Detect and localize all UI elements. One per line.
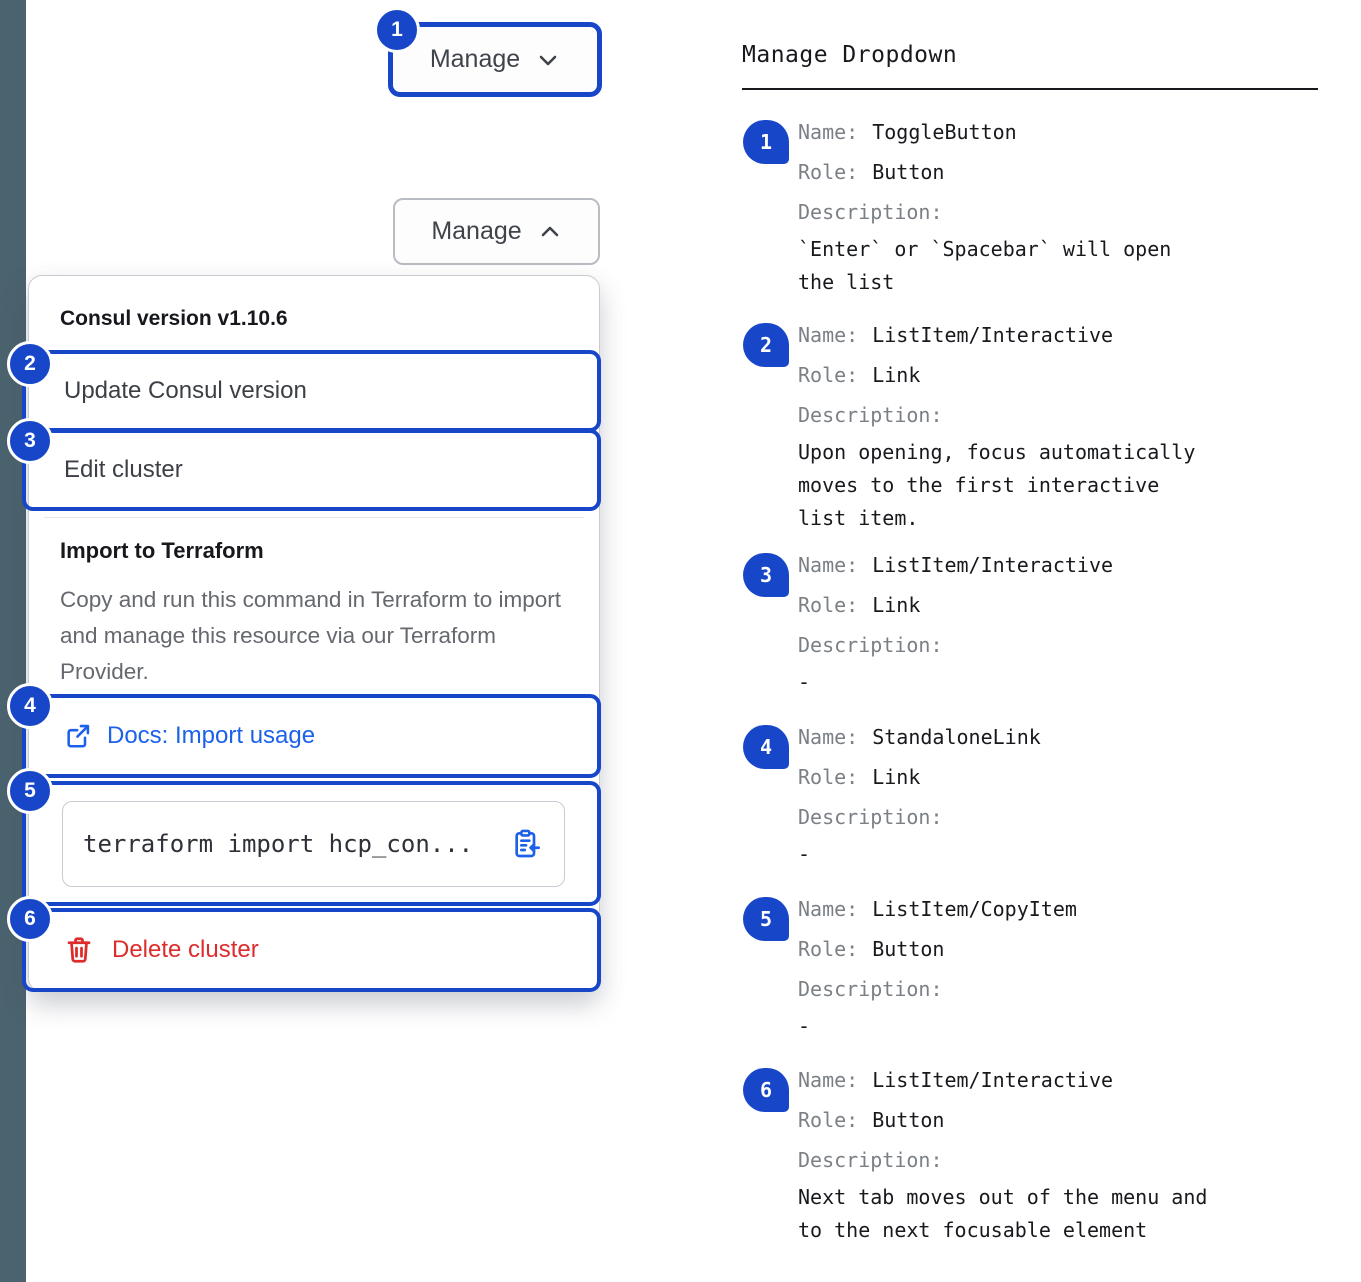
component-name: ListItem/Interactive <box>872 1068 1114 1092</box>
docs-link-label: Docs: Import usage <box>107 722 316 749</box>
menu-item-delete-cluster[interactable]: Delete cluster <box>22 908 601 992</box>
badge-number: 4 <box>759 735 773 759</box>
annotation-badge-bubble-5: 5 <box>743 897 789 941</box>
badge-number: 6 <box>24 907 36 930</box>
annotation-badge-bubble-4: 4 <box>743 725 789 769</box>
description-label: Description: <box>798 1148 943 1172</box>
delete-cluster-item: Delete cluster <box>64 935 259 965</box>
annotation-badge-4: 4 <box>7 683 53 729</box>
role-label: Role: <box>798 937 859 961</box>
menu-item-label: Edit cluster <box>64 456 183 483</box>
component-description: Upon opening, focus automatically moves … <box>798 440 1196 530</box>
manage-toggle-button-collapsed[interactable]: Manage <box>388 22 602 97</box>
name-label: Name: <box>798 553 859 577</box>
manage-toggle-label: Manage <box>431 217 522 245</box>
manage-toggle-label: Manage <box>429 45 521 73</box>
component-description: - <box>798 842 811 866</box>
sidebar-strip <box>0 0 26 1282</box>
spec-heading: Manage Dropdown <box>742 42 958 68</box>
component-description: - <box>798 1014 811 1038</box>
role-label: Role: <box>798 363 859 387</box>
delete-cluster-label: Delete cluster <box>112 936 259 963</box>
component-name: StandaloneLink <box>872 725 1041 749</box>
component-role: Button <box>872 1108 945 1132</box>
manage-toggle-button-expanded[interactable]: Manage <box>393 198 600 265</box>
annotation-badge-3: 3 <box>7 418 53 464</box>
description-label: Description: <box>798 805 943 829</box>
annotation-badge-5: 5 <box>7 768 53 814</box>
description-label: Description: <box>798 977 943 1001</box>
import-section-description: Copy and run this command in Terraform t… <box>60 587 562 684</box>
name-label: Name: <box>798 1068 859 1092</box>
badge-number: 2 <box>759 333 773 357</box>
description-label: Description: <box>798 403 943 427</box>
menu-item-copy-command: terraform import hcp_con... <box>22 781 601 906</box>
component-name: ToggleButton <box>872 120 1017 144</box>
annotation-badge-2: 2 <box>7 341 53 387</box>
name-label: Name: <box>798 897 859 921</box>
copy-clipboard-icon[interactable] <box>510 828 542 860</box>
description-label: Description: <box>798 633 943 657</box>
component-role: Link <box>872 765 921 789</box>
terraform-command-text: terraform import hcp_con... <box>83 829 474 858</box>
component-role: Link <box>872 363 921 387</box>
badge-number: 4 <box>24 694 36 717</box>
component-role: Button <box>872 160 945 184</box>
role-label: Role: <box>798 160 859 184</box>
heading-rule <box>742 88 1318 90</box>
component-description: Next tab moves out of the menu and to th… <box>798 1185 1208 1242</box>
trash-icon <box>64 935 94 965</box>
consul-version-label: Consul version v1.10.6 <box>60 307 288 330</box>
badge-number: 1 <box>391 18 403 41</box>
badge-number: 1 <box>759 130 773 154</box>
annotation-badge-6: 6 <box>7 896 53 942</box>
badge-number: 5 <box>24 779 36 802</box>
menu-item-label: Update Consul version <box>64 377 307 404</box>
terraform-command-field[interactable]: terraform import hcp_con... <box>62 800 565 887</box>
name-label: Name: <box>798 323 859 347</box>
name-label: Name: <box>798 120 859 144</box>
component-role: Button <box>872 937 945 961</box>
role-label: Role: <box>798 1108 859 1132</box>
chevron-down-icon <box>536 48 560 72</box>
annotation-badge-bubble-6: 6 <box>743 1068 789 1112</box>
docs-import-usage-link[interactable]: Docs: Import usage <box>64 722 315 750</box>
annotation-badge-bubble-3: 3 <box>743 553 789 597</box>
name-label: Name: <box>798 725 859 749</box>
component-description: - <box>798 670 811 694</box>
annotation-badge-1: 1 <box>374 7 420 53</box>
annotation-badge-bubble-2: 2 <box>743 323 789 367</box>
menu-item-docs-import-usage[interactable]: Docs: Import usage <box>22 694 601 778</box>
role-label: Role: <box>798 765 859 789</box>
accessibility-spec-pane: Manage Dropdown 1 Name: ToggleButton Role… <box>742 0 1322 1282</box>
component-description: `Enter` or `Spacebar` will open the list <box>798 237 1172 294</box>
badge-number: 5 <box>759 907 773 931</box>
annotation-badge-bubble-1: 1 <box>743 120 789 164</box>
menu-section-divider <box>44 517 584 518</box>
role-label: Role: <box>798 593 859 617</box>
component-name: ListItem/Interactive <box>872 553 1114 577</box>
badge-number: 2 <box>24 352 36 375</box>
component-name: ListItem/Interactive <box>872 323 1114 347</box>
component-role: Link <box>872 593 921 617</box>
chevron-up-icon <box>538 220 562 244</box>
menu-item-edit-cluster[interactable]: Edit cluster <box>22 429 601 511</box>
import-section-title: Import to Terraform <box>60 538 264 563</box>
badge-number: 3 <box>759 563 773 587</box>
badge-number: 6 <box>759 1078 773 1102</box>
external-link-icon <box>64 722 92 750</box>
component-name: ListItem/CopyItem <box>872 897 1077 921</box>
menu-item-update-consul-version[interactable]: Update Consul version <box>22 350 601 432</box>
description-label: Description: <box>798 200 943 224</box>
badge-number: 3 <box>24 429 36 452</box>
